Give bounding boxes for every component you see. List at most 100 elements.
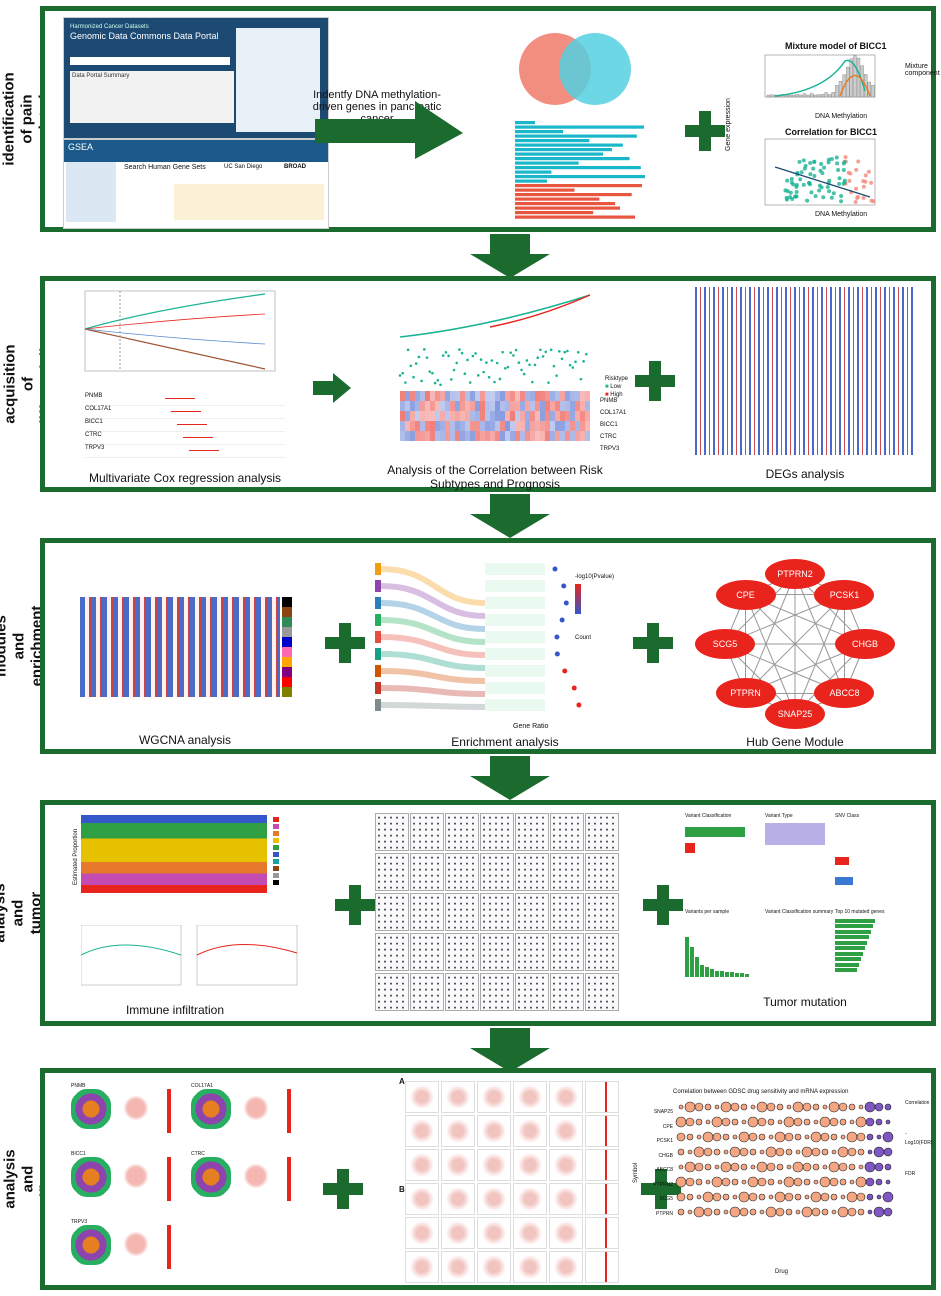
hub-node: SCG5 bbox=[695, 629, 755, 659]
heatmap-cell bbox=[465, 401, 470, 411]
stage-3: WGCNA analysis Gene Ratio -log10(Pvalue)… bbox=[40, 538, 936, 754]
enrich-dot bbox=[555, 652, 560, 657]
gdsc-dot bbox=[731, 1163, 739, 1171]
mixture-bar bbox=[799, 95, 802, 97]
scatter-point bbox=[812, 174, 816, 178]
go-bar bbox=[515, 135, 637, 138]
gdsc-dot bbox=[877, 1195, 881, 1199]
gdsc-dot bbox=[830, 1178, 838, 1186]
heatmap-cell bbox=[580, 431, 585, 441]
heatmap-cell bbox=[485, 431, 490, 441]
gdsc-dot bbox=[767, 1103, 775, 1111]
gdsc-dot bbox=[793, 1102, 803, 1112]
mixture-bar bbox=[792, 95, 795, 97]
gdsc-dot bbox=[694, 1147, 704, 1157]
survival-point bbox=[469, 381, 472, 384]
correlation-ylabel: Gene expression bbox=[725, 98, 732, 151]
gdsc-dot bbox=[750, 1209, 756, 1215]
gdsc-dot bbox=[839, 1103, 847, 1111]
sankey-node bbox=[375, 631, 381, 643]
go-bar bbox=[515, 189, 574, 192]
survival-point bbox=[434, 382, 437, 385]
scatter-panel bbox=[480, 853, 514, 891]
gdsc-dot bbox=[742, 1180, 746, 1184]
variant-bar bbox=[690, 947, 694, 977]
heatmap-cell bbox=[445, 421, 450, 431]
scatter-panel bbox=[550, 853, 584, 891]
gdsc-dot bbox=[748, 1177, 758, 1187]
go-barplot bbox=[515, 121, 665, 221]
scatter-point bbox=[790, 177, 794, 181]
stage-2: PNMBCOL17A1BICC1CTRCTRPV3 Multivariate C… bbox=[40, 276, 936, 492]
heatmap-cell bbox=[420, 411, 425, 421]
heatmap-cell bbox=[535, 411, 540, 421]
plus-icon bbox=[635, 361, 675, 401]
heatmap-cell bbox=[480, 401, 485, 411]
feature-plot bbox=[441, 1251, 475, 1283]
gdsc-dot bbox=[874, 1147, 884, 1157]
gdsc-dot bbox=[829, 1102, 839, 1112]
down-arrow-3 bbox=[460, 756, 560, 802]
scatter-point bbox=[842, 160, 846, 164]
survival-point bbox=[447, 355, 450, 358]
stage4-side-title: Immune infiltration analysis and tumor m… bbox=[0, 800, 38, 1026]
heatmap-cell bbox=[545, 391, 550, 401]
gdsc-dot bbox=[722, 1118, 730, 1126]
hub-node: CHGB bbox=[835, 629, 895, 659]
heatmap-cell bbox=[430, 411, 435, 421]
gdsc-dot bbox=[757, 1102, 767, 1112]
heatmap-cell bbox=[465, 391, 470, 401]
gdsc-dot bbox=[885, 1164, 891, 1170]
scatter-point bbox=[869, 181, 873, 185]
go-bar bbox=[515, 153, 603, 156]
survival-point bbox=[399, 374, 402, 377]
gdsc-symbol: SCG5 bbox=[641, 1192, 673, 1207]
heatmap-cell bbox=[435, 401, 440, 411]
caption-degs: DEGs analysis bbox=[725, 467, 885, 481]
heatmap-cell bbox=[455, 411, 460, 421]
immune-ylabel: Estimated Proportion bbox=[73, 829, 79, 885]
gdsc-dot bbox=[724, 1210, 728, 1214]
gdsc-dot bbox=[732, 1119, 738, 1125]
gdsc-dot bbox=[776, 1208, 784, 1216]
survival-point bbox=[428, 370, 431, 373]
feature-plot bbox=[405, 1115, 439, 1147]
stage-1: Harmonized Cancer Datasets Genomic Data … bbox=[40, 6, 936, 232]
survival-point bbox=[482, 371, 485, 374]
gdsc-dot bbox=[730, 1207, 740, 1217]
heatmap-cell bbox=[570, 431, 575, 441]
scatter-point bbox=[835, 161, 839, 165]
heatmap-cell bbox=[450, 401, 455, 411]
gdsc-dot bbox=[759, 1194, 765, 1200]
survival-point bbox=[504, 367, 507, 370]
gdsc-dotplot bbox=[675, 1099, 905, 1239]
survival-point bbox=[550, 349, 553, 352]
survival-point bbox=[445, 351, 448, 354]
top-gene-bar bbox=[835, 968, 857, 972]
pathway-box bbox=[485, 563, 545, 575]
heatmap-cell bbox=[520, 391, 525, 401]
scatter-point bbox=[802, 183, 806, 187]
plus-icon bbox=[643, 885, 683, 925]
mixture-bar bbox=[807, 95, 810, 97]
heatmap-cell bbox=[475, 421, 480, 431]
scatter-panel bbox=[445, 933, 479, 971]
gdsc-dot bbox=[714, 1149, 720, 1155]
caption-cox: Multivariate Cox regression analysis bbox=[85, 471, 285, 485]
scatter-point bbox=[812, 160, 816, 164]
scatter-point bbox=[862, 196, 866, 200]
feature-plot bbox=[549, 1115, 583, 1147]
survival-point bbox=[539, 348, 542, 351]
survival-point bbox=[404, 381, 407, 384]
heatmap-cell bbox=[410, 401, 415, 411]
scatter-point bbox=[839, 194, 843, 198]
gdsc-dot bbox=[721, 1162, 731, 1172]
heatmap-cell bbox=[430, 391, 435, 401]
heatmap-cell bbox=[405, 411, 410, 421]
scatter-point bbox=[820, 185, 824, 189]
sankey-node bbox=[375, 648, 381, 660]
scatter-point bbox=[830, 157, 834, 161]
heatmap-cell bbox=[565, 411, 570, 421]
scatter-point bbox=[835, 155, 839, 159]
survival-point bbox=[423, 348, 426, 351]
